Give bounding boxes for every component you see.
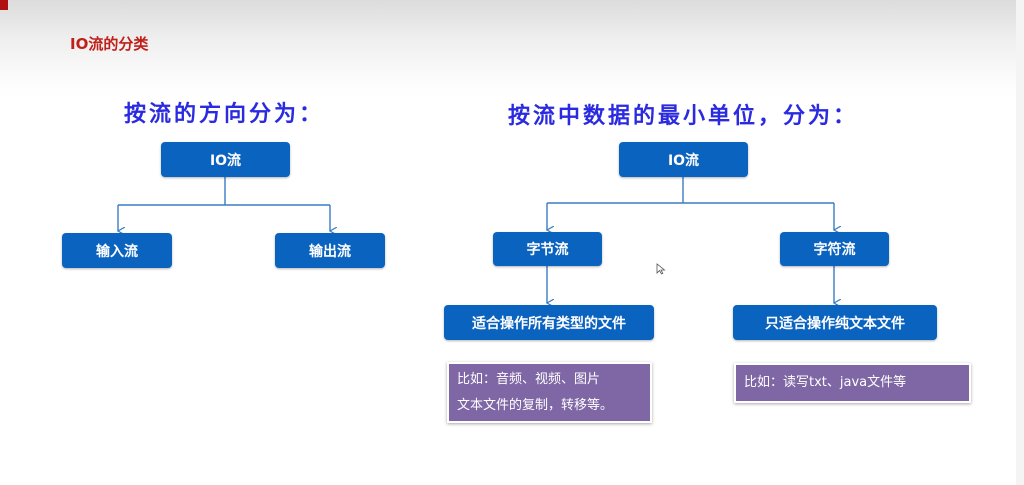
char-stream-desc-node: 只适合操作纯文本文件 [733, 305, 937, 340]
char-stream-example-note: 比如：读写txt、java文件等 [734, 363, 971, 403]
right-root-node: IO流 [619, 142, 748, 177]
char-stream-node: 字符流 [780, 232, 889, 266]
slide-title: IO流的分类 [70, 35, 149, 53]
note-line: 比如：音频、视频、图片 [457, 372, 601, 387]
left-heading: 按流的方向分为： [124, 102, 325, 127]
output-stream-node: 输出流 [275, 233, 385, 268]
input-stream-node: 输入流 [62, 233, 172, 268]
note-line: 文本文件的复制，转移等。 [457, 398, 614, 413]
byte-stream-example-note: 比如：音频、视频、图片 文本文件的复制，转移等。 [447, 362, 652, 423]
right-heading: 按流中数据的最小单位，分为： [508, 104, 859, 129]
byte-stream-desc-node: 适合操作所有类型的文件 [444, 305, 654, 340]
slide-corner-mark [0, 0, 8, 10]
mouse-cursor-icon [656, 263, 666, 275]
left-root-node: IO流 [161, 142, 290, 177]
right-edge [1016, 0, 1024, 485]
byte-stream-node: 字节流 [493, 232, 602, 266]
note-line: 比如：读写txt、java文件等 [744, 375, 907, 390]
